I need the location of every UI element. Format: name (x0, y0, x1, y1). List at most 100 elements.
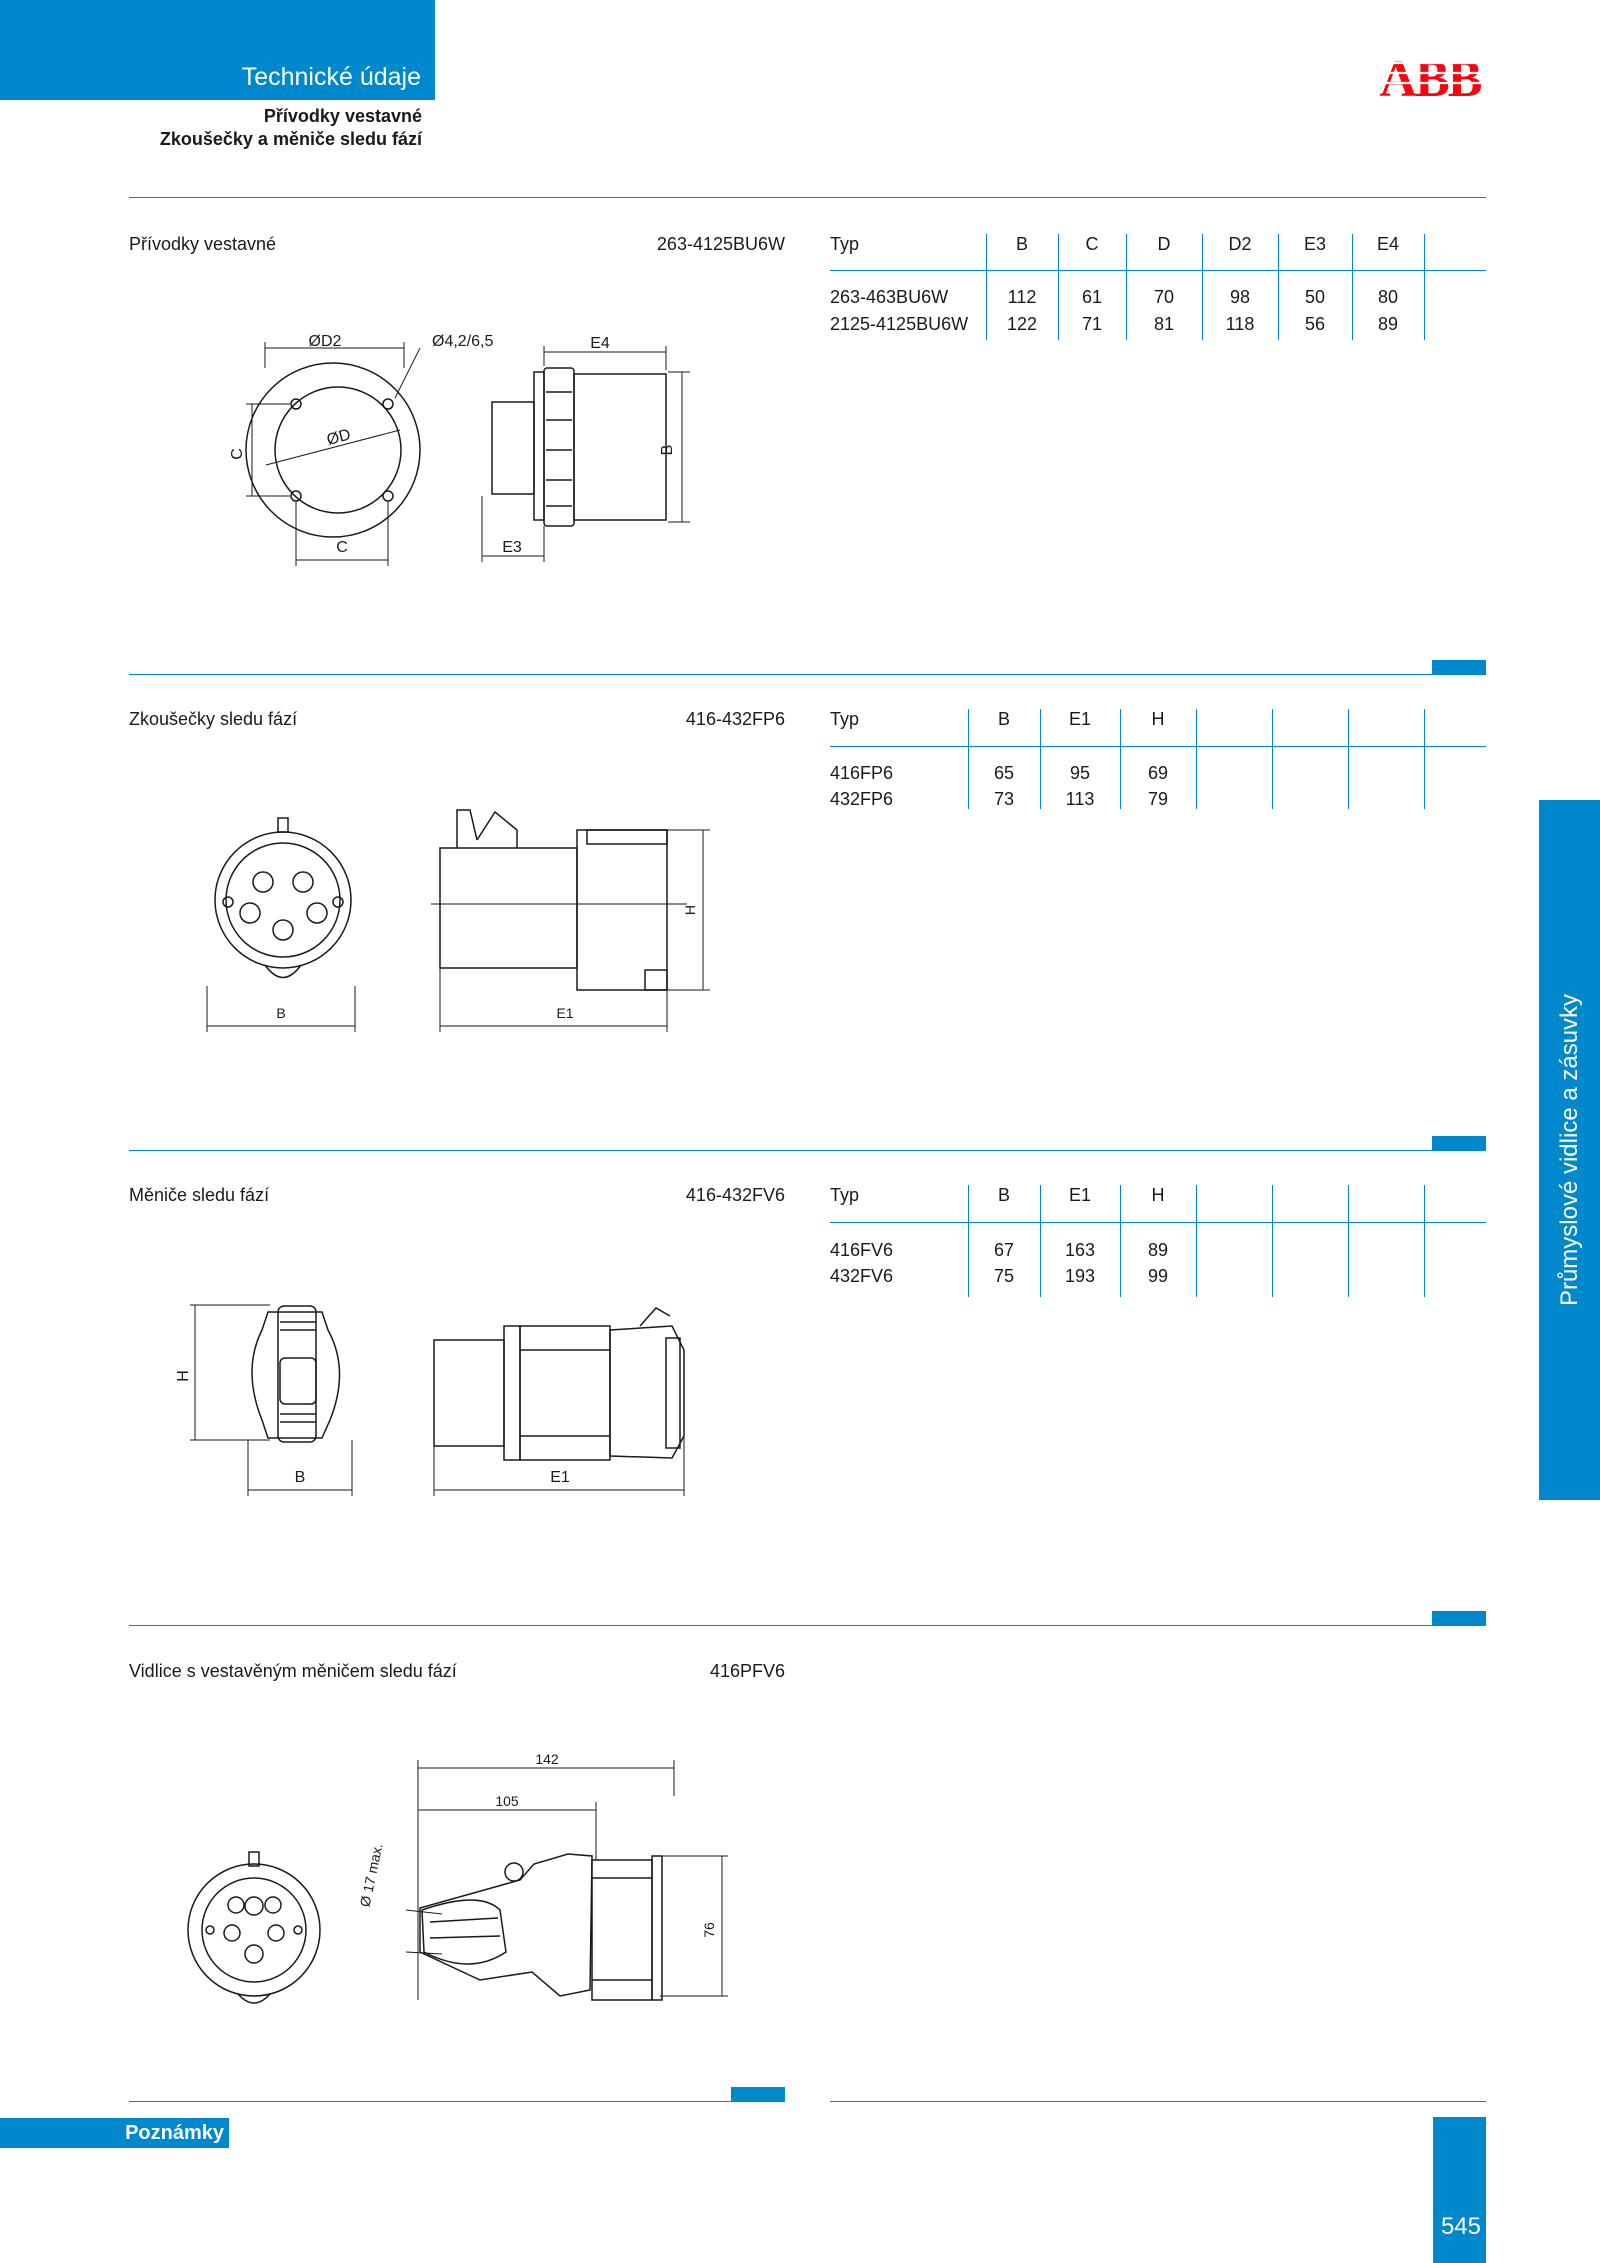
divider-notes-right (830, 2101, 1486, 2102)
table-cell: 89 (1377, 314, 1399, 334)
subtitle-1: Přívodky vestavné (263, 106, 422, 126)
table-cell: 432FP6 (830, 789, 894, 809)
notes-header: Poznámky (0, 2118, 229, 2148)
label-b: B (295, 1469, 306, 1486)
section-4-code: 416PFV6 (709, 1661, 785, 1681)
col-header-h: H (1151, 1185, 1165, 1205)
label-76: 76 (701, 1922, 717, 1938)
divider-2-tab (1432, 1136, 1486, 1151)
side-tab-label: Průmyslové vidlice a zásuvky (1555, 993, 1583, 1307)
col-header-typ: Typ (830, 1185, 860, 1205)
label-17-max: Ø 17 max. (357, 1842, 386, 1909)
label-h: H (682, 905, 698, 915)
table-cell: 75 (993, 1266, 1015, 1286)
table-cell: 65 (993, 763, 1015, 783)
table-cell: 193 (1064, 1266, 1096, 1286)
label-e3: E3 (502, 539, 522, 556)
label-e1: E1 (556, 1005, 573, 1021)
table-cell: 2125-4125BU6W (830, 314, 969, 334)
section-2-code: 416-432FP6 (685, 709, 785, 729)
table-cell: 118 (1225, 314, 1255, 334)
table-cell: 71 (1081, 314, 1103, 334)
table-cell: 50 (1304, 287, 1326, 307)
table-cell: 416FV6 (830, 1240, 894, 1260)
label-c-left: C (229, 448, 246, 460)
section-1-table: Typ B C D D2 E3 E4 263-463BU6W 112 61 70… (830, 234, 1486, 340)
table-cell: 95 (1069, 763, 1091, 783)
abb-logo: ABB (1374, 52, 1486, 100)
divider-notes-left (129, 2101, 785, 2102)
label-e1: E1 (550, 1469, 570, 1486)
divider-2 (129, 1150, 1486, 1151)
label-h: H (175, 1370, 192, 1382)
label-105: 105 (495, 1793, 519, 1809)
table-cell: 61 (1081, 287, 1103, 307)
section-3-code: 416-432FV6 (685, 1185, 785, 1205)
table-cell: 416FP6 (830, 763, 894, 783)
col-header-h: H (1151, 709, 1165, 729)
table-cell: 163 (1064, 1240, 1096, 1260)
table-cell: 122 (1006, 314, 1038, 334)
section-3-table: Typ B E1 H 416FV6 67 163 89 432FV6 75 19… (830, 1185, 1486, 1297)
label-b: B (276, 1005, 285, 1021)
table-cell: 80 (1377, 287, 1399, 307)
section-2-table: Typ B E1 H 416FP6 65 95 69 432FP6 73 113… (830, 709, 1486, 809)
col-header-e1: E1 (1068, 1185, 1092, 1205)
table-cell: 112 (1007, 287, 1037, 307)
table-cell: 263-463BU6W (830, 287, 949, 307)
divider-3-tab (1432, 1611, 1486, 1626)
table-cell: 69 (1147, 763, 1169, 783)
page-title: Technické údaje (241, 63, 421, 91)
col-header-e4: E4 (1376, 234, 1400, 254)
tester-drawing: B E1 H (206, 809, 710, 1032)
col-header-b: B (1015, 234, 1028, 254)
divider-1 (129, 674, 1486, 675)
col-header-typ: Typ (830, 234, 860, 254)
divider-top (129, 197, 1486, 198)
divider-notes-tab (731, 2087, 785, 2102)
table-cell: 81 (1153, 314, 1175, 334)
notes-label: Poznámky (125, 2122, 224, 2144)
col-header-e1: E1 (1068, 709, 1092, 729)
section-2-title: Zkoušečky sledu fází (129, 709, 298, 729)
abb-logo-text: ABB (1380, 52, 1482, 100)
label-d: ØD (325, 426, 353, 449)
col-header-typ: Typ (830, 709, 860, 729)
label-142: 142 (535, 1751, 559, 1767)
label-hole: Ø4,2/6,5 (432, 333, 493, 350)
subtitle-2: Zkoušečky a měniče sledu fází (159, 129, 422, 149)
plug-converter-drawing: 142 105 Ø 17 max. 76 (187, 1751, 728, 2004)
table-cell: 56 (1304, 314, 1326, 334)
page-number: 545 (1440, 2213, 1481, 2240)
table-cell: 432FV6 (830, 1266, 894, 1286)
section-3-title: Měniče sledu fází (129, 1185, 270, 1205)
label-d2: ØD2 (309, 333, 342, 350)
divider-1-tab (1432, 660, 1486, 675)
converter-drawing: H B E1 (175, 1304, 685, 1496)
table-cell: 113 (1065, 789, 1095, 809)
page-number-box: 545 (1433, 2117, 1486, 2263)
table-cell: 79 (1147, 789, 1169, 809)
section-1-title: Přívodky vestavné (129, 234, 277, 254)
col-header-b: B (997, 1185, 1010, 1205)
table-cell: 89 (1147, 1240, 1169, 1260)
col-header-d2: D2 (1228, 234, 1252, 254)
label-c-bottom: C (336, 539, 348, 556)
col-header-e3: E3 (1303, 234, 1327, 254)
table-cell: 98 (1229, 287, 1251, 307)
label-e4: E4 (590, 335, 610, 352)
table-cell: 99 (1147, 1266, 1169, 1286)
inlet-drawing: ØD2 Ø4,2/6,5 E4 C ØD C E3 B (229, 333, 690, 566)
table-cell: 67 (993, 1240, 1015, 1260)
col-header-d: D (1157, 234, 1171, 254)
label-b: B (659, 445, 676, 456)
section-1-code: 263-4125BU6W (656, 234, 785, 254)
col-header-b: B (997, 709, 1010, 729)
col-header-c: C (1085, 234, 1099, 254)
divider-3 (129, 1625, 1486, 1626)
table-cell: 73 (993, 789, 1015, 809)
header-banner: Technické údaje (0, 0, 435, 100)
section-4-title: Vidlice s vestavěným měničem sledu fází (129, 1661, 457, 1681)
table-cell: 70 (1153, 287, 1175, 307)
side-tab: Průmyslové vidlice a zásuvky (1539, 800, 1600, 1500)
